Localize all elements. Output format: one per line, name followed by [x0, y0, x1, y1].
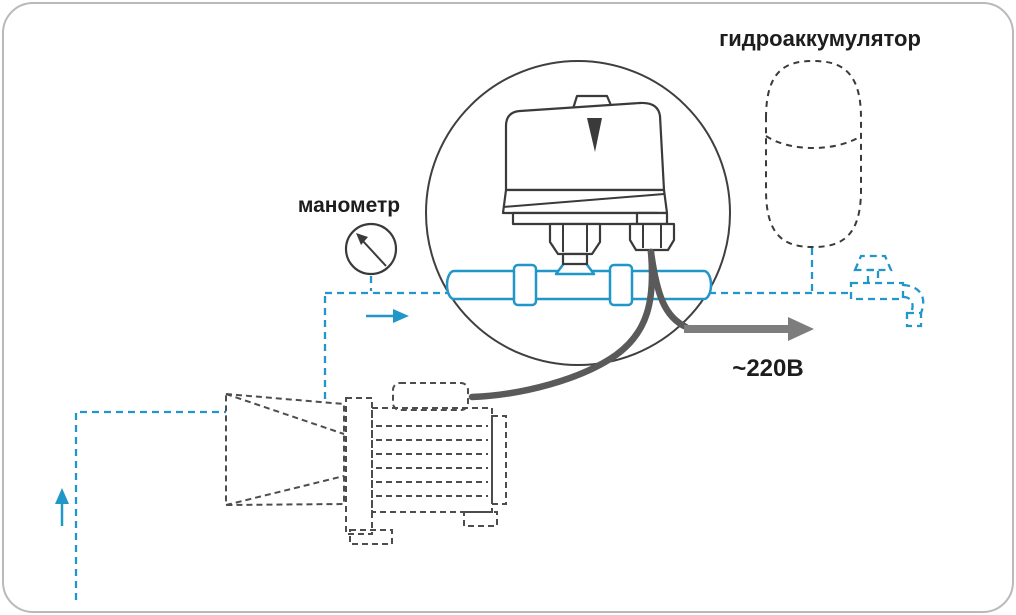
pump-cable [468, 248, 656, 401]
faucet-icon [849, 254, 925, 328]
power-label: ~220В [732, 355, 804, 382]
pump-icon [225, 382, 507, 545]
hydroaccumulator-label: гидроаккумулятор [719, 26, 921, 51]
manometer-label: манометр [297, 194, 401, 217]
manometer-gauge-icon [344, 222, 398, 276]
flow-arrow-up-icon [55, 488, 69, 526]
suction-line [74, 410, 226, 600]
power-arrow-icon [684, 317, 814, 341]
main-pipe-line [323, 248, 852, 400]
flow-arrow-right-icon [366, 309, 409, 323]
power-cable [647, 248, 690, 331]
hydroaccumulator-tank-icon [765, 59, 862, 249]
pressure-switch-icon [501, 94, 676, 266]
